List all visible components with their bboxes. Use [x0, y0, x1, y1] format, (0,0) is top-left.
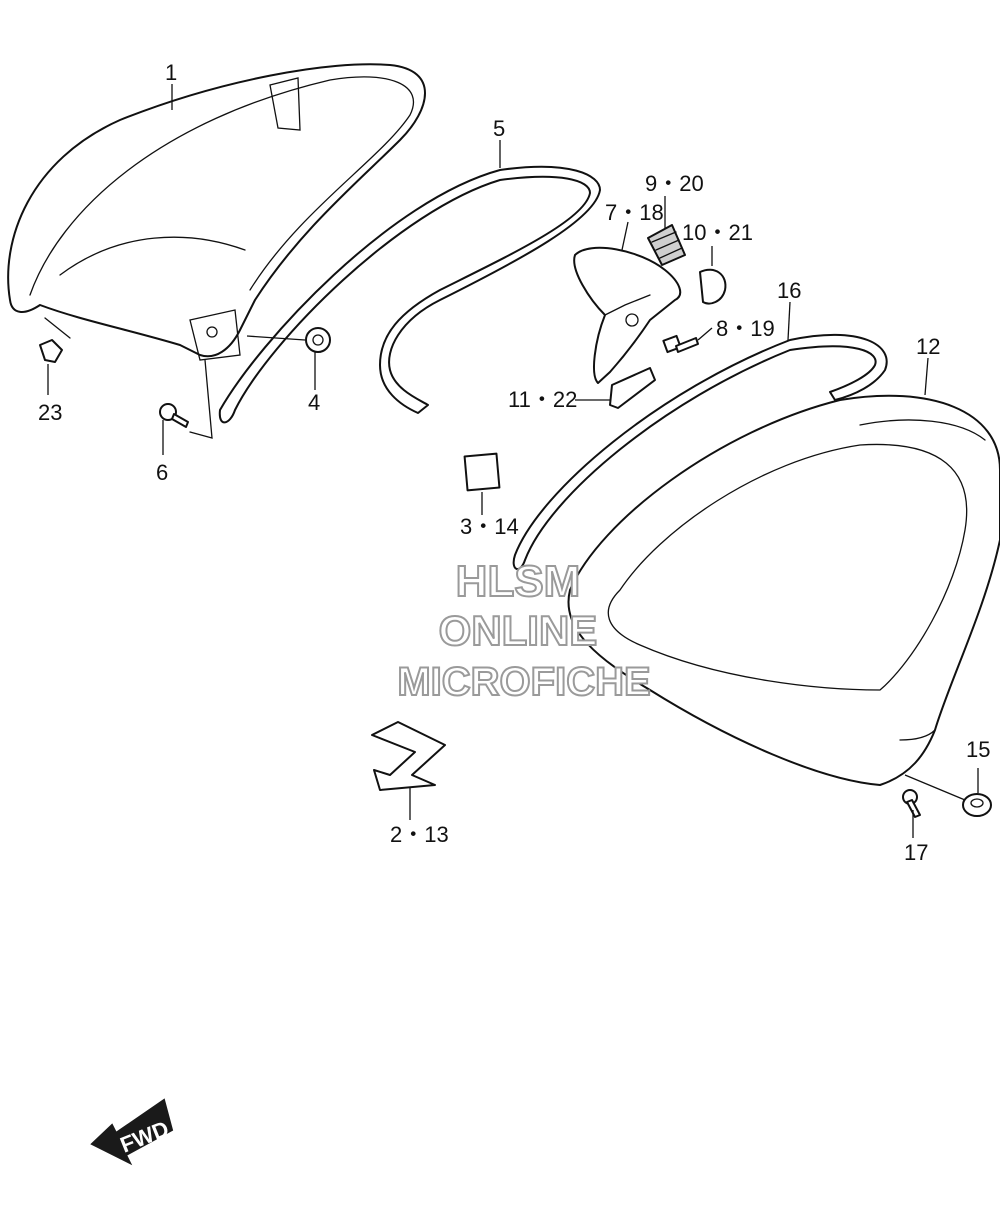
- pad-part-11-22[interactable]: [609, 367, 656, 409]
- label-plate-part-3-14[interactable]: [463, 452, 501, 492]
- label-10-21: 10・21: [682, 220, 753, 245]
- label-12: 12: [916, 334, 940, 359]
- emblem-part-2-13[interactable]: [371, 721, 446, 791]
- label-15: 15: [966, 737, 990, 762]
- fwd-arrow-icon: [90, 1098, 174, 1166]
- seal-strip-part-5[interactable]: [218, 165, 601, 424]
- label-2-13: 2・13: [390, 822, 449, 847]
- watermark-line-1: HLSM: [456, 557, 581, 606]
- label-7-18: 7・18: [605, 200, 664, 225]
- grommet-part-15[interactable]: [962, 793, 992, 817]
- part-labels: 1 5 9・20 7・18 10・21 16 12 8・19 11・22 23 …: [38, 60, 990, 865]
- label-9-20: 9・20: [645, 171, 704, 196]
- watermark-line-2: ONLINE: [439, 607, 598, 654]
- screw-part-6[interactable]: [159, 403, 189, 428]
- label-1: 1: [165, 60, 177, 85]
- right-side-cover-part-12[interactable]: [567, 394, 1000, 786]
- bolt-part-8-19[interactable]: [662, 334, 699, 354]
- label-4: 4: [308, 390, 320, 415]
- cap-part-10-21[interactable]: [699, 268, 727, 305]
- reflector-part-9-20[interactable]: [647, 224, 686, 266]
- seal-strip-part-16[interactable]: [512, 333, 888, 570]
- fwd-arrow: FWD: [90, 1098, 174, 1166]
- watermark: HLSM ONLINE MICROFICHE: [396, 556, 651, 705]
- screw-part-17[interactable]: [902, 789, 921, 818]
- leader-lines: [47, 84, 979, 838]
- bracket-part-7-18[interactable]: [573, 246, 682, 384]
- label-23: 23: [38, 400, 62, 425]
- clip-part-23[interactable]: [39, 339, 63, 363]
- label-17: 17: [904, 840, 928, 865]
- label-6: 6: [156, 460, 168, 485]
- label-3-14: 3・14: [460, 514, 519, 539]
- grommet-part-4[interactable]: [305, 327, 331, 353]
- watermark-line-3: MICROFICHE: [397, 660, 650, 704]
- label-8-19: 8・19: [716, 316, 775, 341]
- label-16: 16: [777, 278, 801, 303]
- label-11-22: 11・22: [508, 387, 577, 412]
- label-5: 5: [493, 116, 505, 141]
- left-side-cover-part-1[interactable]: [7, 63, 426, 439]
